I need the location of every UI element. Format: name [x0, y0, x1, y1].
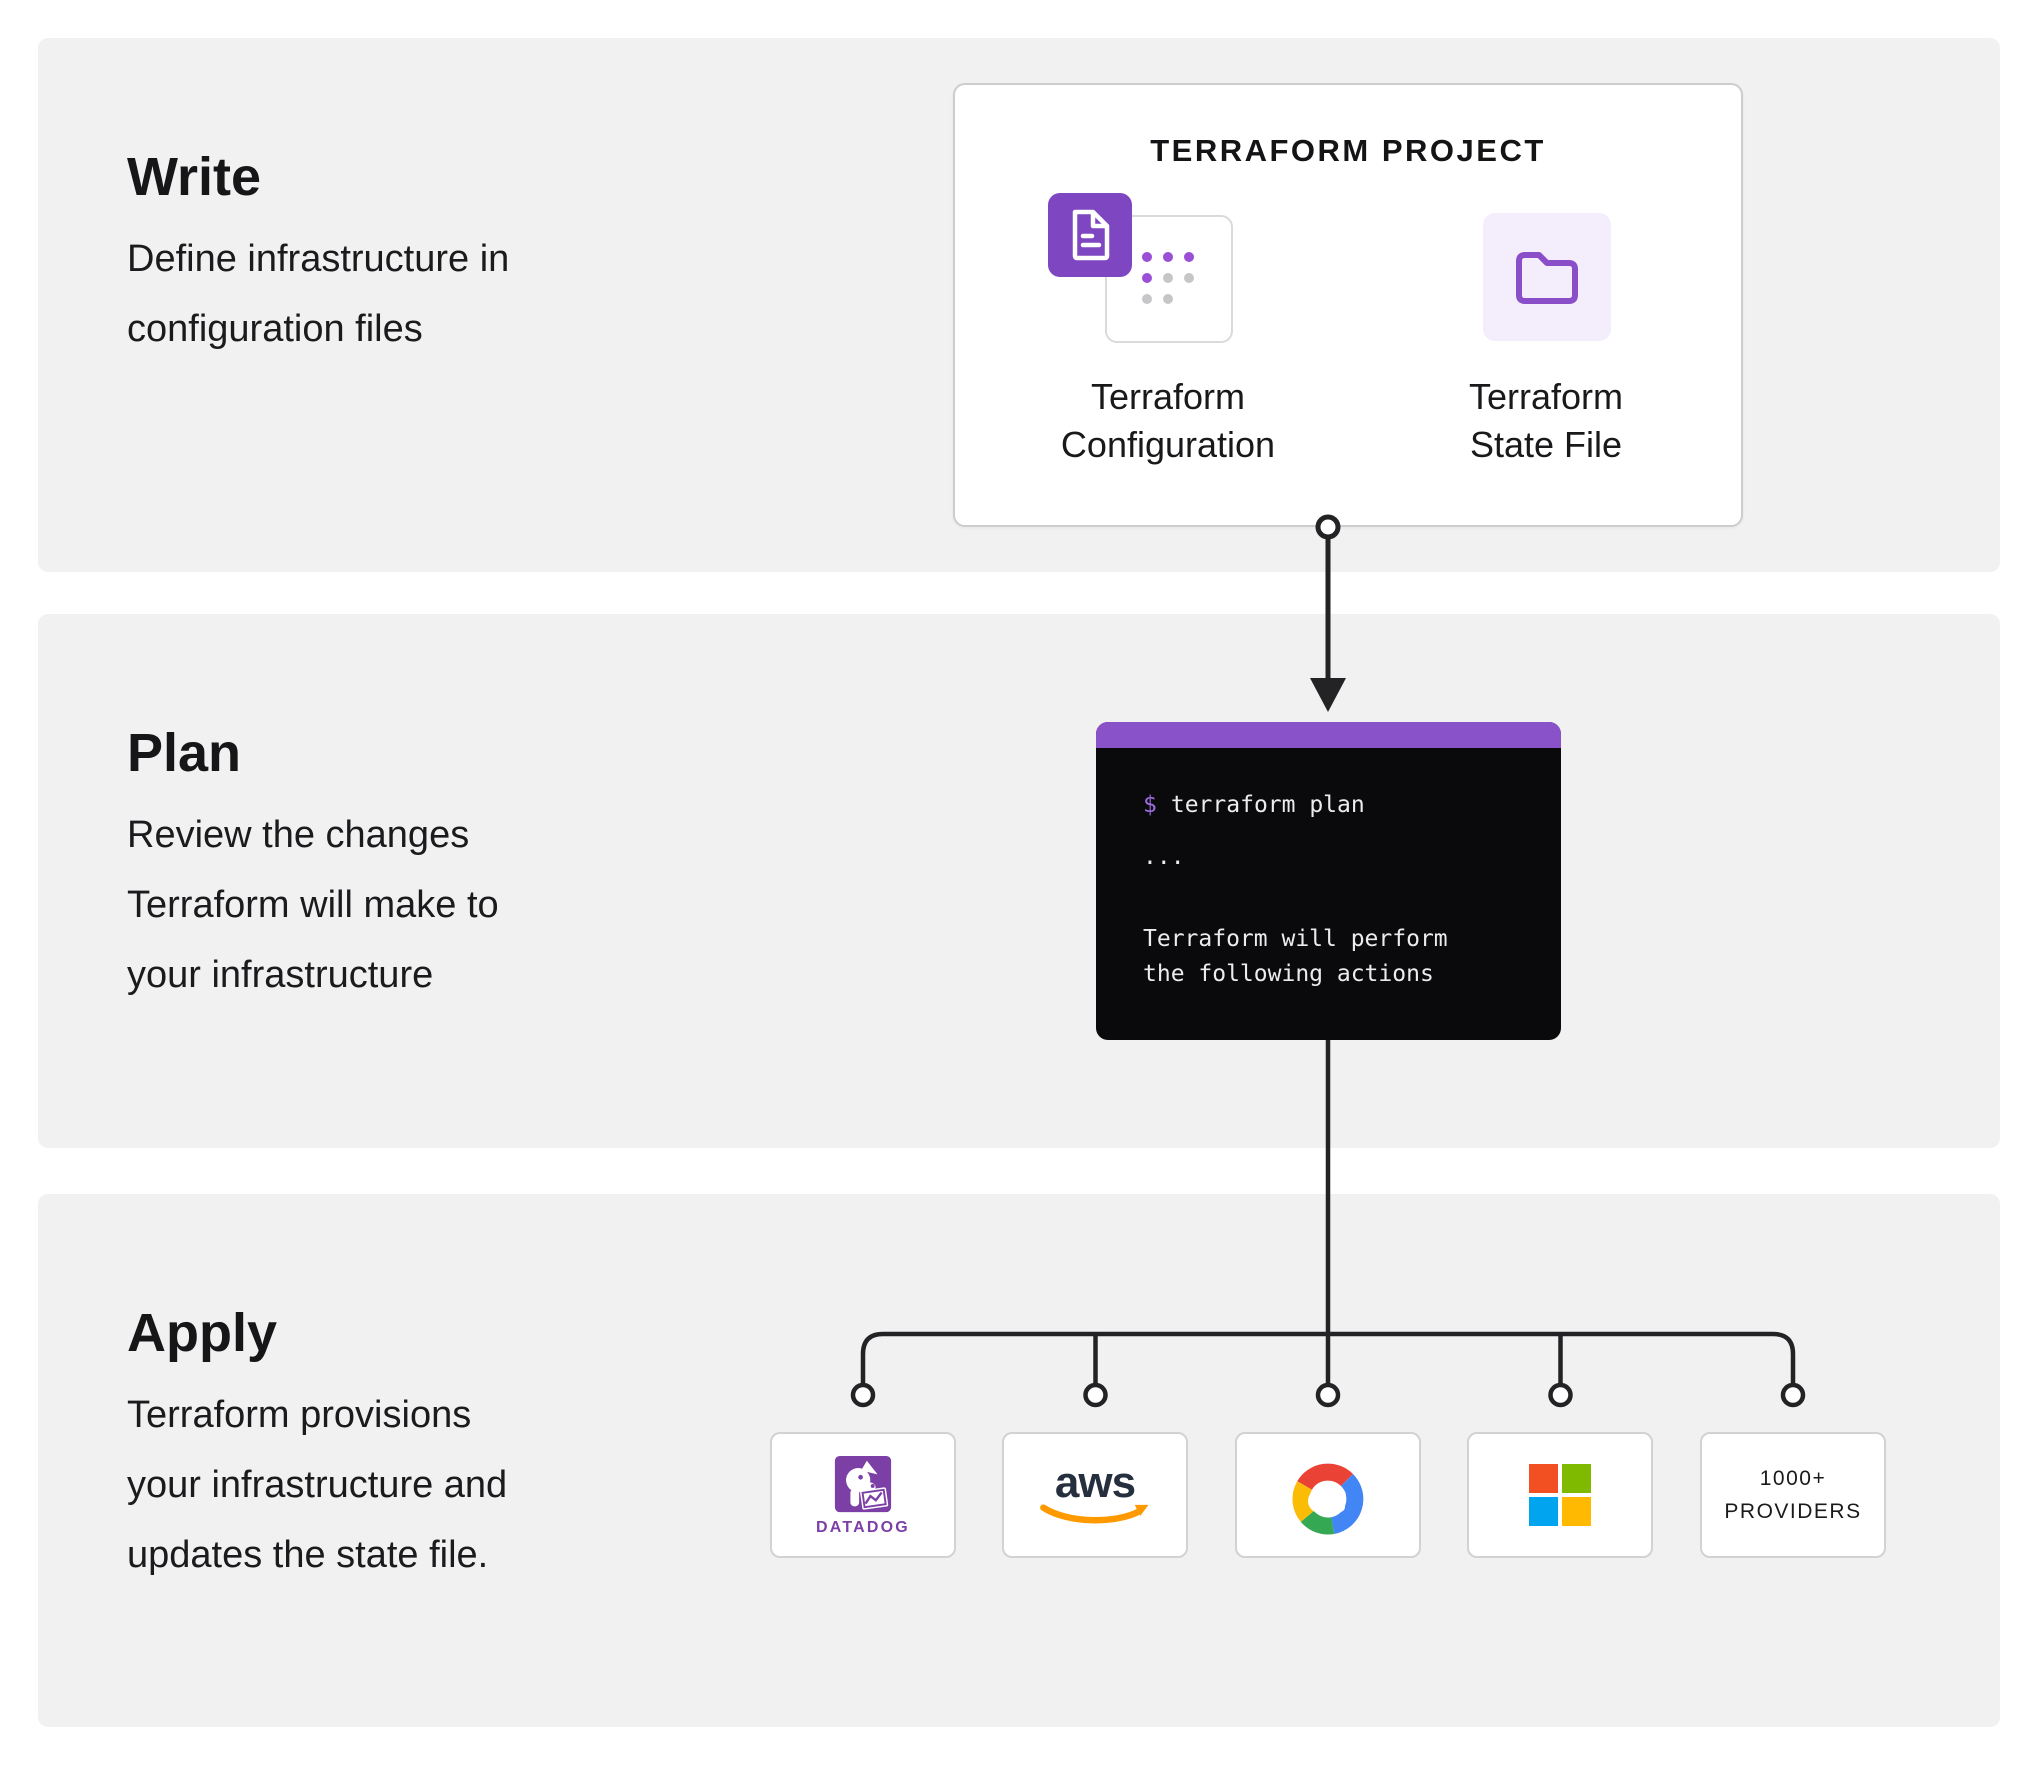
- write-section: Write Define infrastructure in configura…: [38, 38, 2000, 572]
- terraform-configuration-label: Terraform Configuration: [1018, 373, 1318, 469]
- write-section-description: Define infrastructure in configuration f…: [127, 224, 509, 364]
- more-providers-label: 1000+ PROVIDERS: [1724, 1462, 1861, 1528]
- aws-smile-icon: [1038, 1503, 1152, 1527]
- google-cloud-logo: [1279, 1455, 1377, 1535]
- provider-card-google-cloud: [1235, 1432, 1421, 1558]
- terraform-plan-terminal: $ terraform plan ... Terraform will perfo…: [1096, 722, 1561, 1040]
- terminal-prompt: $: [1143, 792, 1157, 818]
- document-icon: [1048, 193, 1132, 277]
- terminal-title-bar: [1096, 722, 1561, 748]
- terminal-command-line: $ terraform plan: [1143, 792, 1365, 818]
- plan-section-title: Plan: [127, 726, 241, 780]
- folder-icon: [1483, 213, 1611, 341]
- aws-wordmark: aws: [1055, 1464, 1135, 1502]
- terminal-output-line: Terraform will perform: [1143, 926, 1448, 952]
- plan-section: Plan Review the changes Terraform will m…: [38, 614, 2000, 1148]
- plan-section-description: Review the changes Terraform will make t…: [127, 800, 499, 1010]
- apply-section-description: Terraform provisions your infrastructure…: [127, 1380, 507, 1590]
- apply-section-title: Apply: [127, 1306, 277, 1360]
- terminal-output-line: the following actions: [1143, 961, 1434, 987]
- terminal-command: terraform plan: [1171, 792, 1365, 818]
- datadog-logo: [832, 1454, 894, 1516]
- terraform-project-title: TERRAFORM PROJECT: [955, 133, 1741, 169]
- terraform-state-file-label: Terraform State File: [1396, 373, 1696, 469]
- write-section-title: Write: [127, 150, 261, 204]
- provider-card-datadog: DATADOG: [770, 1432, 956, 1558]
- terraform-configuration-icon: [1048, 193, 1132, 277]
- provider-card-aws: aws: [1002, 1432, 1188, 1558]
- terraform-state-file-icon: [1483, 213, 1611, 341]
- provider-card-microsoft: [1467, 1432, 1653, 1558]
- terminal-ellipsis: ...: [1143, 844, 1185, 870]
- provider-card-more-providers: 1000+ PROVIDERS: [1700, 1432, 1886, 1558]
- microsoft-logo: [1529, 1464, 1591, 1526]
- datadog-wordmark: DATADOG: [816, 1519, 910, 1537]
- terraform-project-card: TERRAFORM PROJECT Terraform Configuratio…: [953, 83, 1743, 527]
